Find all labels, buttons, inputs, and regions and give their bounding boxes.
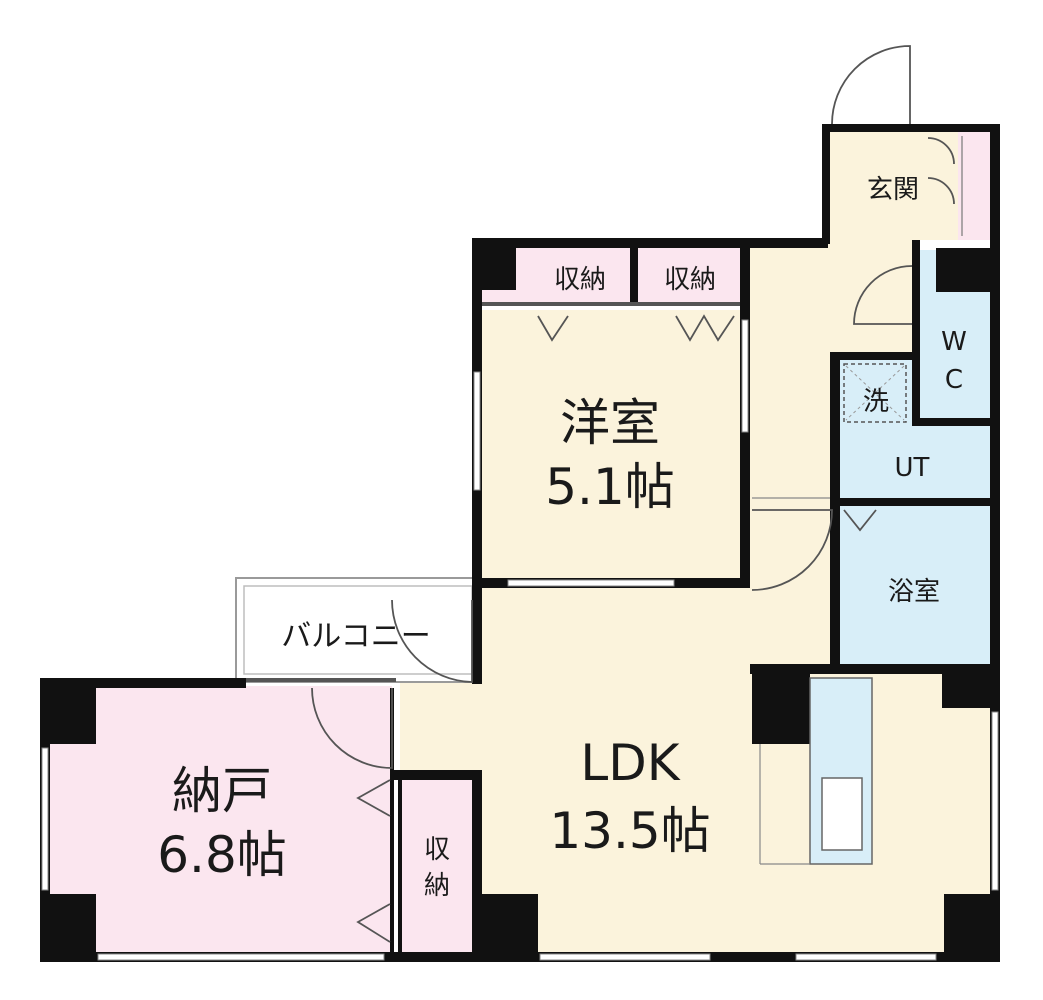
washer-diag-1	[845, 365, 905, 421]
wc-label-line1: W	[941, 327, 967, 357]
wall-wc-left	[912, 240, 920, 420]
closet-1-label: 収納	[554, 265, 606, 295]
ldk-size: 13.5帖	[549, 802, 710, 860]
washer-diag-2	[845, 365, 905, 421]
wall-ldk-left-upper	[472, 588, 482, 684]
genkan-floor	[828, 130, 958, 240]
wall-closet-bottom	[482, 302, 746, 306]
balcony-floor	[235, 577, 481, 683]
wall-closet3-left	[398, 776, 402, 960]
storage-door-swing	[311, 687, 393, 769]
wall-ldk-left-lower	[472, 770, 482, 960]
wall-storage-right-thin	[390, 688, 394, 960]
wall-top-mid	[472, 238, 828, 248]
wc-door-swing	[853, 265, 913, 325]
bath-label: 浴室	[888, 577, 940, 607]
fixtures	[752, 136, 963, 865]
wall-genkan-top	[822, 124, 1000, 132]
ut-label: UT	[895, 453, 930, 483]
western-room-name: 洋室	[560, 394, 660, 452]
wall-bottom-outer	[40, 952, 1000, 962]
wall-ldk-divider	[392, 770, 482, 780]
wall-right-outer	[990, 124, 1000, 960]
balcony-door-swing	[391, 599, 473, 683]
wall-ldk-corner-bl	[472, 894, 538, 960]
window-ldk-bottom-1	[539, 953, 711, 961]
wall-bath-bottom	[750, 664, 992, 674]
closet-2-floor	[638, 248, 746, 302]
corridor-floor	[748, 500, 834, 668]
wash-label: 洗	[863, 387, 889, 417]
wall-ut-left	[830, 352, 840, 668]
window-ldk-bottom-2	[795, 953, 937, 961]
wall-wc-block	[936, 248, 992, 292]
storage-room-size: 6.8帖	[157, 826, 287, 884]
window-western-right	[741, 319, 749, 433]
window-storage-left	[41, 747, 49, 891]
balcony-label: バルコニー	[281, 619, 430, 654]
wall-storage-corner-tl	[40, 678, 96, 744]
storage-room-floor	[48, 686, 392, 956]
doors	[311, 45, 955, 943]
window-right-ldk	[991, 711, 999, 891]
storage-room-name: 納戸	[172, 762, 272, 820]
closet-3-floor	[400, 776, 474, 952]
bath-floor	[838, 506, 990, 666]
genkan-label: 玄関	[867, 175, 919, 205]
wall-ut-top	[830, 352, 912, 360]
closet-1-fold	[537, 315, 569, 342]
shoe-closet	[958, 130, 992, 240]
western-room-floor	[482, 310, 746, 580]
bath-door	[843, 509, 877, 532]
windows	[41, 319, 999, 961]
closet-2-fold	[675, 314, 735, 342]
western-room-size: 5.1帖	[545, 458, 675, 516]
closet-3-label-line2: 納	[424, 871, 450, 901]
window-western-left	[473, 371, 481, 491]
wall-kitchen-left-block	[752, 668, 810, 744]
ldk-name: LDK	[580, 734, 680, 792]
wall-kitchen-right-block	[942, 668, 992, 708]
wall-ldk-corner-br	[944, 894, 1000, 960]
window-storage-bottom	[97, 953, 385, 961]
window-western-bottom	[507, 579, 675, 587]
kitchen-sink	[821, 777, 863, 851]
entrance-door-swing	[831, 45, 911, 125]
wall-genkan-left	[822, 124, 830, 244]
labels: 玄関 収納 収納 W C 洗 UT 浴室 洋室 5.1帖 バルコニー 納戸 6.…	[157, 175, 967, 901]
wall-wc-bottom	[912, 418, 992, 426]
closet-3-label-line1: 収	[424, 835, 450, 865]
wall-ut-bottom	[830, 498, 992, 506]
western-door-swing	[751, 509, 833, 591]
wc-label-line2: C	[945, 365, 963, 395]
wall-balcony-base	[246, 678, 396, 682]
wall-closet-divider	[630, 248, 638, 306]
wall-storage-top	[40, 678, 246, 688]
closet-2-label: 収納	[664, 265, 716, 295]
wall-storage-corner-bl	[40, 894, 96, 962]
genkan-fold	[927, 137, 955, 205]
storage-fold	[356, 779, 391, 943]
